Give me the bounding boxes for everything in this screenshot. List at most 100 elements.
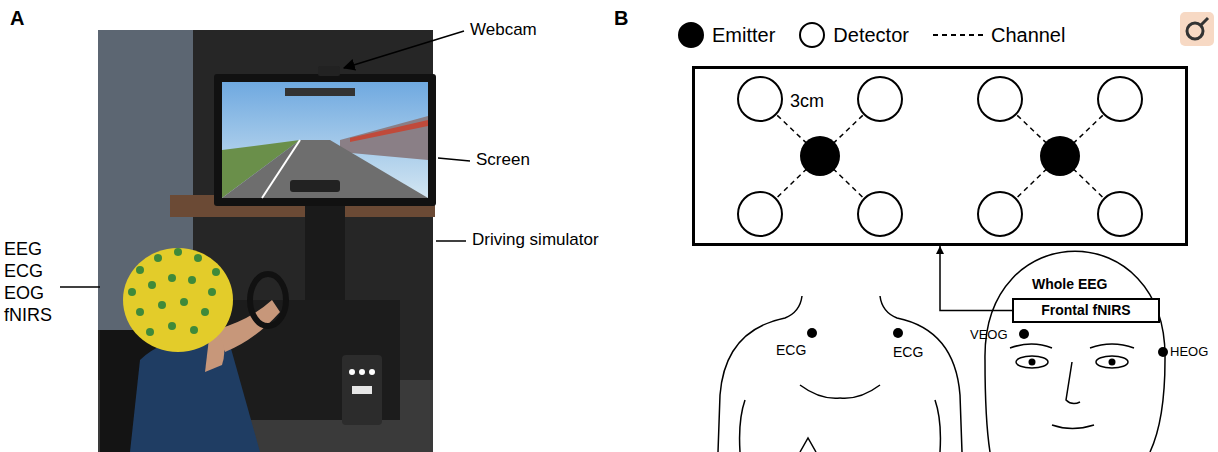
legend-item: Emitter — [678, 22, 775, 48]
optode-layout-part-part — [858, 192, 902, 236]
head-sketch-part — [985, 251, 1165, 452]
optode-layout-part — [738, 77, 1142, 236]
electrode-dot — [807, 328, 817, 338]
setup-photo-part-part — [174, 248, 182, 256]
torso-sketch-part — [718, 296, 802, 452]
setup-photo-part — [285, 88, 355, 96]
setup-photo-part-part — [158, 301, 166, 309]
leader-lines-part — [436, 240, 466, 242]
part-label: Screen — [476, 150, 530, 170]
setup-photo-part — [98, 30, 433, 452]
setup-photo-part-part — [146, 328, 154, 336]
leader-lines-part — [60, 286, 100, 288]
setup-photo-part-part — [136, 308, 144, 316]
head-sketch-part — [1016, 356, 1048, 368]
setup-photo-part — [214, 74, 436, 206]
optode-layout — [738, 77, 1142, 236]
torso-sketch — [718, 296, 962, 452]
signal-label: ECG — [893, 344, 923, 361]
setup-photo-part — [340, 116, 428, 160]
setup-photo-part-part — [201, 308, 209, 316]
head-sketch-part — [1052, 425, 1094, 429]
optode-layout-part — [760, 99, 1120, 214]
optode-layout-part-part — [738, 192, 782, 236]
electrode-dot — [1019, 329, 1029, 339]
part-label: Webcam — [470, 20, 537, 40]
torso-sketch-part — [840, 385, 880, 398]
region-box: Frontal fNIRS — [1012, 298, 1160, 323]
setup-photo-part — [290, 180, 340, 192]
signal-label: ECG — [776, 342, 806, 359]
panel-letter: A — [10, 6, 24, 30]
panel-letter: B — [614, 6, 628, 30]
legend-item: Detector — [799, 22, 909, 48]
legend-text: Emitter — [712, 24, 775, 47]
node-text: Frontal fNIRS — [1022, 302, 1150, 319]
node-text: 3cm — [790, 91, 824, 113]
leader-lines-part — [438, 158, 470, 161]
setup-photo — [98, 30, 436, 452]
connector-arrow — [940, 246, 1012, 310]
pupil — [1109, 359, 1116, 366]
setup-photo-part-part — [128, 288, 136, 296]
signal-label: VEOG — [970, 327, 1008, 343]
setup-photo-part-part — [148, 281, 156, 289]
optode-layout-part-part — [1098, 77, 1142, 121]
torso-sketch-part — [800, 385, 840, 398]
setup-photo-part — [130, 340, 260, 452]
corner-icon — [1180, 12, 1214, 46]
electrode-dot — [893, 328, 903, 338]
pupil — [1029, 359, 1036, 366]
signal-label: EEG ECG EOG fNIRS — [4, 238, 58, 326]
signal-label: HEOG — [1170, 344, 1208, 360]
legend: Emitter Detector Channel — [678, 22, 1065, 48]
setup-photo-part-part — [180, 298, 188, 306]
optode-layout-part-part — [1098, 192, 1142, 236]
legend-text: Channel — [991, 24, 1066, 47]
torso-sketch-part — [935, 400, 940, 452]
torso-sketch-part — [740, 400, 745, 452]
corner-icon-part — [1187, 23, 1203, 39]
setup-photo-part — [359, 369, 365, 375]
legend-swatch — [678, 22, 704, 48]
torso-sketch-part — [880, 296, 962, 452]
legend-item: Channel — [933, 24, 1066, 47]
setup-photo-part — [350, 120, 428, 142]
setup-photo-part — [342, 355, 382, 425]
setup-photo-part-part — [136, 266, 144, 274]
legend-text: Detector — [833, 24, 909, 47]
electrode-dot — [1158, 347, 1168, 357]
setup-photo-part-part — [154, 254, 162, 262]
optode-layout-part-part — [858, 77, 902, 121]
dashed-line — [933, 34, 983, 36]
setup-photo-part — [222, 140, 428, 198]
setup-photo-part — [352, 386, 372, 394]
legend-line-sample — [933, 30, 983, 40]
head-sketch-part — [1010, 344, 1052, 348]
optode-layout-part — [800, 136, 840, 176]
legend-swatch — [799, 22, 825, 48]
leader-lines — [60, 31, 470, 287]
head-sketch-part — [1066, 362, 1080, 404]
torso-sketch-part — [800, 438, 816, 452]
optode-layout-part-part — [978, 192, 1022, 236]
setup-photo-part — [128, 248, 220, 336]
leader-lines-part — [344, 31, 464, 68]
head-sketch — [985, 251, 1165, 452]
head-sketch-part — [1096, 356, 1128, 368]
optode-layout-part-part — [978, 77, 1022, 121]
part-label: Driving simulator — [472, 230, 599, 250]
probe-array-box: 3cm — [692, 66, 1188, 246]
setup-photo-part-part — [194, 254, 202, 262]
setup-photo-part-part — [168, 274, 176, 282]
setup-photo-part-part — [168, 322, 176, 330]
optode-layout-part-part — [738, 77, 782, 121]
setup-photo-part — [222, 82, 428, 198]
optode-layout-part — [1040, 136, 1080, 176]
setup-photo-part — [123, 248, 233, 352]
setup-photo-part — [305, 206, 345, 316]
setup-photo-part-part — [188, 276, 196, 284]
setup-photo-part — [318, 66, 340, 76]
region-label: Whole EEG — [1032, 276, 1107, 293]
